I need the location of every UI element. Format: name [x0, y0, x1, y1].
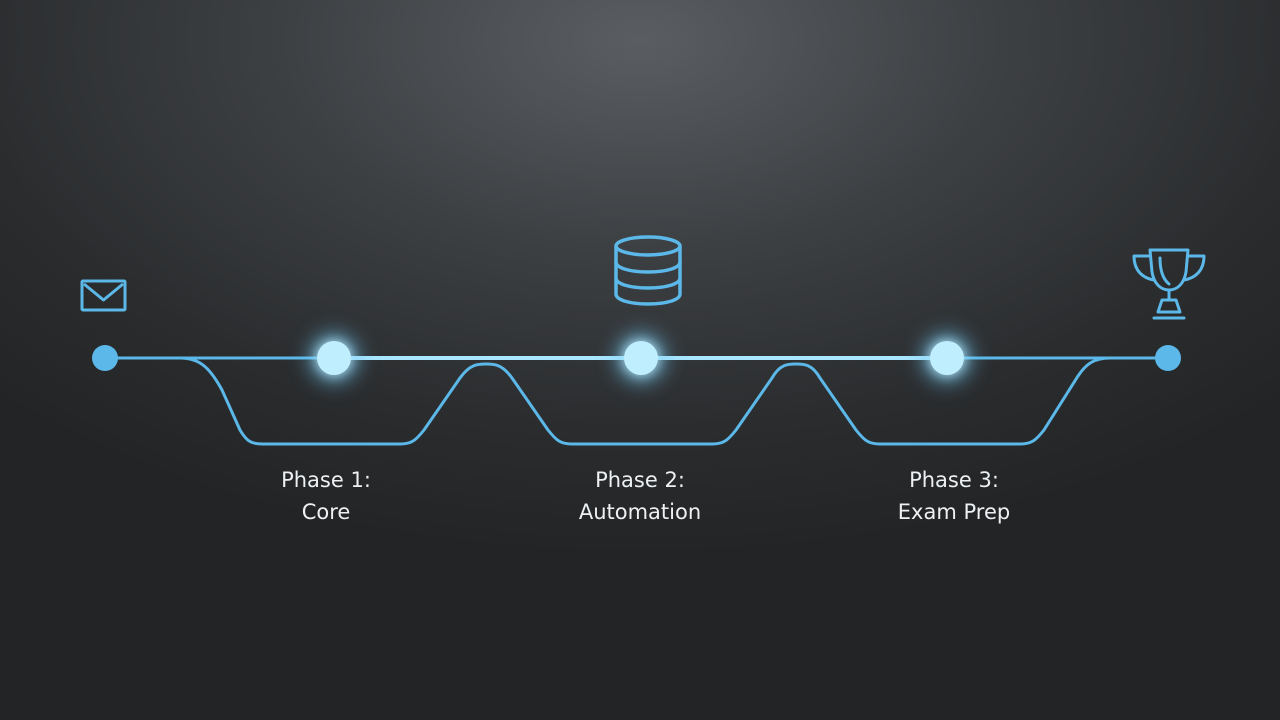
lower-track-path — [103, 356, 1170, 446]
phase-title: Phase 3: — [909, 468, 999, 492]
database-icon — [614, 235, 682, 306]
phase-title: Phase 2: — [595, 468, 685, 492]
phase-node-2 — [615, 332, 667, 384]
end-node — [1155, 345, 1181, 371]
phase-title: Phase 1: — [281, 468, 371, 492]
phase-name: Automation — [578, 500, 702, 524]
phase-label-3: Phase 3: Exam Prep — [834, 464, 1074, 528]
trophy-icon — [1132, 248, 1206, 320]
envelope-icon — [80, 279, 127, 312]
phase-node-3 — [921, 332, 973, 384]
start-node — [92, 345, 118, 371]
phase-name: Exam Prep — [897, 500, 1011, 524]
phase-label-2: Phase 2: Automation — [520, 464, 760, 528]
phase-node-1 — [308, 332, 360, 384]
phase-label-1: Phase 1: Core — [206, 464, 446, 528]
phase-name: Core — [301, 500, 351, 524]
